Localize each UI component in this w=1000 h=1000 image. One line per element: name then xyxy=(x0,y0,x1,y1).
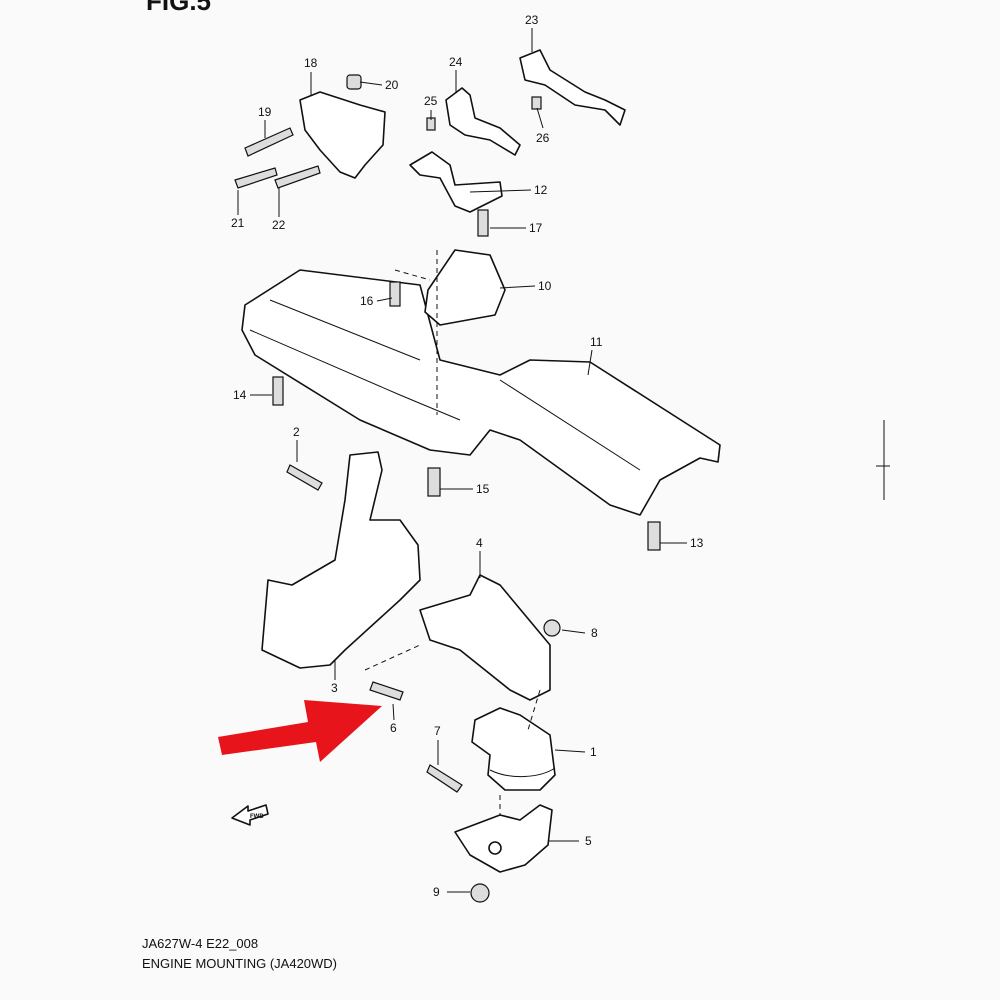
callouts: 1 2 3 4 5 6 7 8 9 10 11 12 13 14 15 16 1… xyxy=(231,13,704,899)
callout-6: 6 xyxy=(390,721,397,735)
callout-20: 20 xyxy=(385,78,399,92)
engine-mount-part-1 xyxy=(471,707,556,791)
callout-9: 9 xyxy=(433,885,440,899)
highlight-arrow-icon xyxy=(218,700,382,762)
callout-13: 13 xyxy=(690,536,704,550)
mount-part-18 xyxy=(299,91,386,179)
callout-26: 26 xyxy=(536,131,550,145)
bracket-part-3 xyxy=(261,451,421,669)
callout-17: 17 xyxy=(529,221,543,235)
callout-2: 2 xyxy=(293,425,300,439)
callout-19: 19 xyxy=(258,105,272,119)
diagram-code: JA627W-4 E22_008 xyxy=(142,936,259,951)
callout-23: 23 xyxy=(525,13,539,27)
figure-label: FIG.5 xyxy=(146,0,212,16)
callout-4: 4 xyxy=(476,536,483,550)
bolts xyxy=(234,96,661,903)
callout-11: 11 xyxy=(590,335,603,349)
callout-8: 8 xyxy=(591,626,598,640)
spacer-part-20 xyxy=(346,74,362,90)
callout-5: 5 xyxy=(585,834,592,848)
callout-22: 22 xyxy=(272,218,286,232)
mount-part-10 xyxy=(424,249,506,326)
callout-14: 14 xyxy=(233,388,247,402)
fwd-arrow-icon: FWD xyxy=(231,804,269,826)
callout-12: 12 xyxy=(534,183,548,197)
crossmember-part-11 xyxy=(241,269,721,516)
callout-24: 24 xyxy=(449,55,463,69)
callout-7: 7 xyxy=(434,724,441,738)
bracket-part-5 xyxy=(454,804,553,873)
svg-text:FWD: FWD xyxy=(250,814,264,820)
callout-15: 15 xyxy=(476,482,490,496)
bracket-part-4 xyxy=(419,574,551,701)
bracket-part-12 xyxy=(409,151,503,213)
callout-16: 16 xyxy=(360,294,374,308)
callout-21: 21 xyxy=(231,216,245,230)
diagram-caption: ENGINE MOUNTING (JA420WD) xyxy=(142,956,338,971)
callout-25: 25 xyxy=(424,94,438,108)
bracket-part-23 xyxy=(519,49,626,126)
callout-1: 1 xyxy=(590,745,597,759)
callout-18: 18 xyxy=(304,56,318,70)
bracket-part-24 xyxy=(445,87,521,156)
callout-10: 10 xyxy=(538,279,552,293)
callout-3: 3 xyxy=(331,681,338,695)
